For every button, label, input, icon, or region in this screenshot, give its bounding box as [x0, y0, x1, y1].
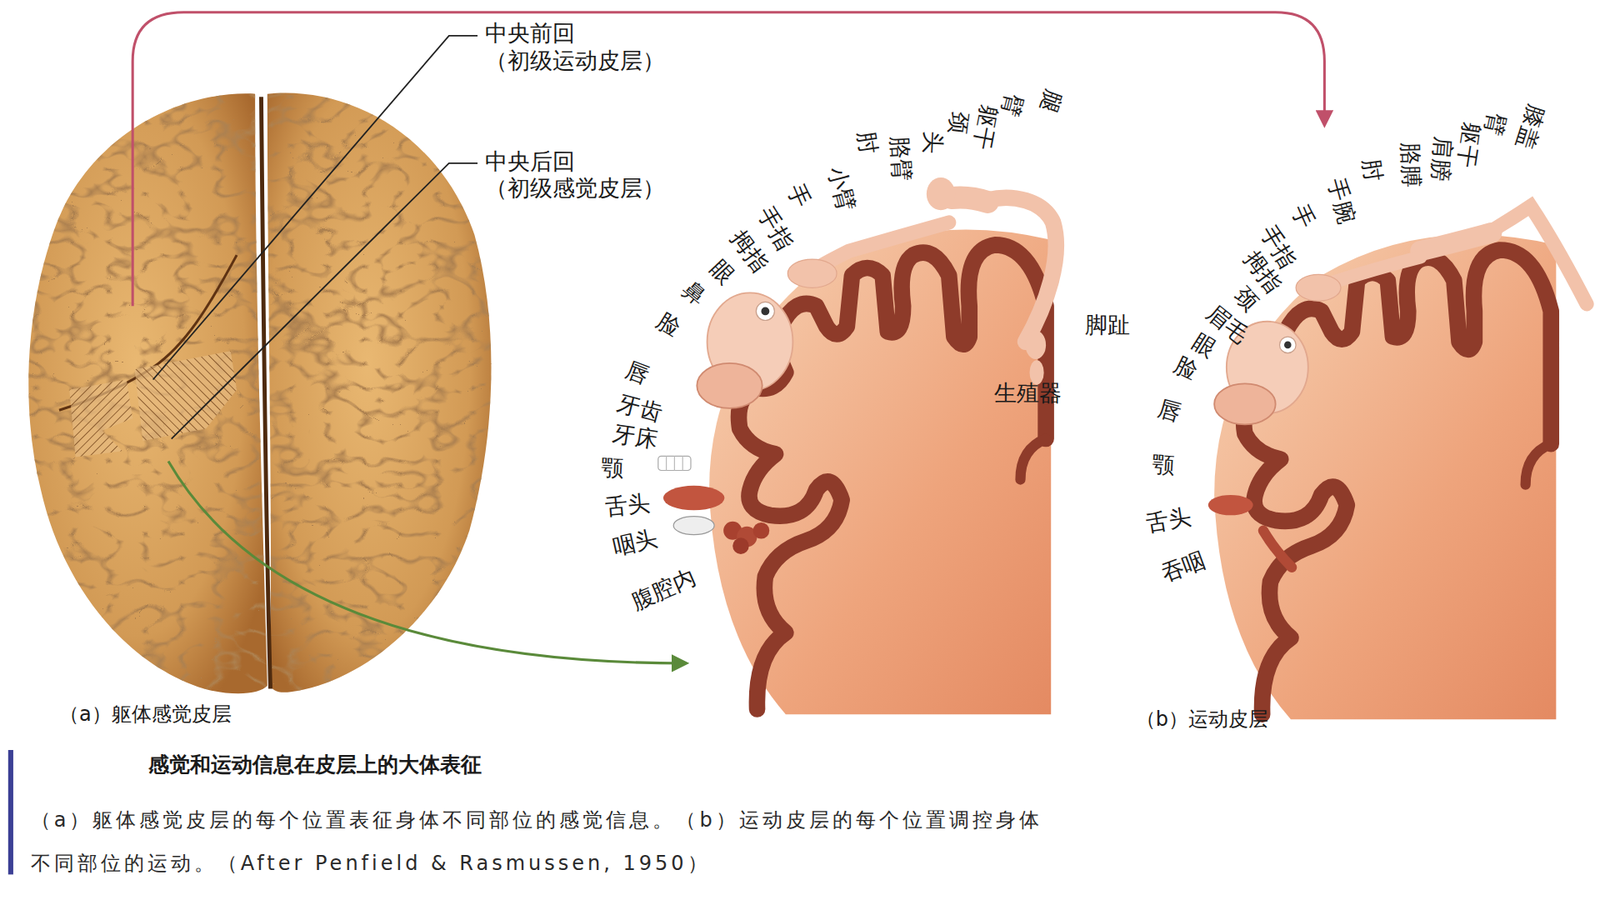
body-part-label: 腿 — [1036, 87, 1065, 116]
body-part-label: 脸 — [652, 309, 684, 340]
body-part-label: 肘 — [1360, 157, 1386, 184]
body-part-label: 唇 — [623, 358, 653, 388]
body-part-label: 眼 — [1188, 329, 1220, 360]
body-part-label: 躯干 — [1455, 120, 1485, 169]
body-part-label: 腹腔内 — [627, 565, 699, 613]
body-part-label: 手腕 — [1325, 176, 1359, 226]
figure-caption: （a）躯体感觉皮层的每个位置表征身体不同部位的感觉信息。（b）运动皮层的每个位置… — [30, 798, 1051, 885]
body-part-label: 咽头 — [610, 526, 660, 559]
body-part-label: 胳膊 — [1399, 142, 1423, 189]
body-part-label: 躯干 — [970, 103, 1002, 152]
body-part-label: 肘 — [854, 130, 880, 156]
body-part-label: 牙齿 — [615, 391, 665, 425]
body-part-label: 颈 — [1230, 281, 1263, 314]
body-part-label: 牙床 — [610, 422, 659, 452]
body-part-label: 膝盖 — [1513, 102, 1549, 153]
body-part-label: 舌头 — [604, 491, 651, 519]
callout-label: 中央后回 （初级感觉皮层） — [485, 148, 700, 203]
body-part-label: 头 — [921, 130, 945, 155]
body-part-label: 肩膀 — [1429, 135, 1455, 183]
figure-title: 感觉和运动信息在皮层上的大体表征 — [148, 750, 482, 779]
body-part-label: 颈 — [946, 110, 972, 135]
body-part-label: 脚趾 — [1085, 313, 1130, 336]
body-part-label: 舌头 — [1144, 505, 1193, 535]
body-part-label: 臂 — [998, 91, 1026, 120]
body-part-label: 眼 — [706, 255, 739, 288]
body-part-label: 胳臂 — [888, 135, 914, 181]
body-part-label: 颚 — [600, 455, 625, 480]
body-part-label: 小臂 — [825, 164, 859, 214]
body-part-label: 生殖器 — [994, 381, 1062, 405]
body-part-label: 臂 — [1481, 110, 1509, 138]
panel-label: （a）躯体感觉皮层 — [59, 700, 232, 728]
body-part-label: 颚 — [1151, 452, 1176, 477]
body-part-label: 唇 — [1156, 396, 1185, 425]
body-part-label: 脸 — [1170, 352, 1201, 383]
body-part-label: 手 — [1288, 201, 1319, 232]
body-part-label: 手 — [784, 180, 814, 210]
body-part-label: 鼻 — [678, 276, 710, 309]
panel-label: （b）运动皮层 — [1135, 705, 1269, 733]
callout-label: 中央前回 （初级运动皮层） — [485, 20, 700, 75]
body-part-label: 吞咽 — [1158, 548, 1209, 585]
